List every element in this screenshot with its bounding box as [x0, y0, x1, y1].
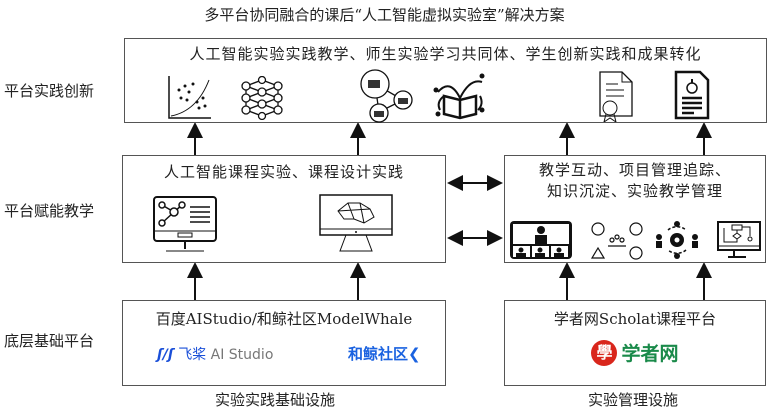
aistudio-modelwhale-text: 百度AIStudio/和鲸社区ModelWhale	[155, 310, 413, 328]
flowchart-monitor-icon	[717, 221, 761, 258]
heywhale-logo: 和鲸社区❮	[348, 345, 421, 363]
scholat-seal: 學	[591, 339, 618, 366]
scatter-plot-icon	[168, 76, 211, 119]
course-experiment-text: 人工智能课程实验、课程设计实践	[163, 163, 404, 181]
base-platform-scholat-box: 学者网Scholat课程平台 學学者网	[504, 300, 766, 386]
row-label-practice-innovation: 平台实践创新	[4, 82, 95, 100]
monitor-graph-icon	[153, 196, 217, 252]
heywhale-logo-text: 和鲸社区	[348, 345, 409, 363]
teaching-management-line2: 知识沉淀、实验教学管理	[546, 182, 723, 200]
paddle-logo-mark: 飞桨	[178, 347, 207, 363]
scholat-platform-text: 学者网Scholat课程平台	[553, 310, 717, 328]
certificate-icon	[599, 71, 633, 122]
collaboration-network-icon	[360, 69, 413, 123]
base-platform-aistudio-box: 百度AIStudio/和鲸社区ModelWhale ʃ/ʃ 飞桨 AI Stud…	[122, 300, 446, 386]
caption-management-facilities: 实验管理设施	[588, 391, 679, 409]
scholat-logo-text: 学者网	[621, 343, 679, 365]
project-tracking-icon	[590, 222, 643, 260]
practice-innovation-text: 人工智能实验实践教学、师生实验学习共同体、学生创新实践和成果转化	[189, 45, 702, 63]
open-book-community-icon	[433, 73, 485, 120]
lab-report-document-icon	[674, 70, 710, 120]
paddle-aistudio-logo: ʃ/ʃ 飞桨 AI Studio	[157, 347, 274, 363]
online-classroom-icon	[510, 221, 572, 259]
teaching-management-line1: 教学互动、项目管理追踪、	[538, 161, 731, 179]
row-label-empower-teaching: 平台赋能教学	[4, 202, 95, 220]
practice-innovation-box: 人工智能实验实践教学、师生实验学习共同体、学生创新实践和成果转化	[124, 38, 767, 123]
diagram-title: 多平台协同融合的课后“人工智能虚拟实验室”解决方案	[204, 6, 565, 24]
scholat-logo: 學学者网	[505, 339, 765, 366]
row-label-base-platform: 底层基础平台	[4, 332, 95, 350]
monitor-brain-network-icon	[319, 194, 393, 252]
aistudio-logo-text: AI Studio	[210, 347, 274, 363]
people-gear-cycle-icon	[656, 221, 698, 259]
neural-network-icon	[241, 76, 283, 120]
caption-practice-infrastructure: 实验实践基础设施	[215, 391, 336, 409]
